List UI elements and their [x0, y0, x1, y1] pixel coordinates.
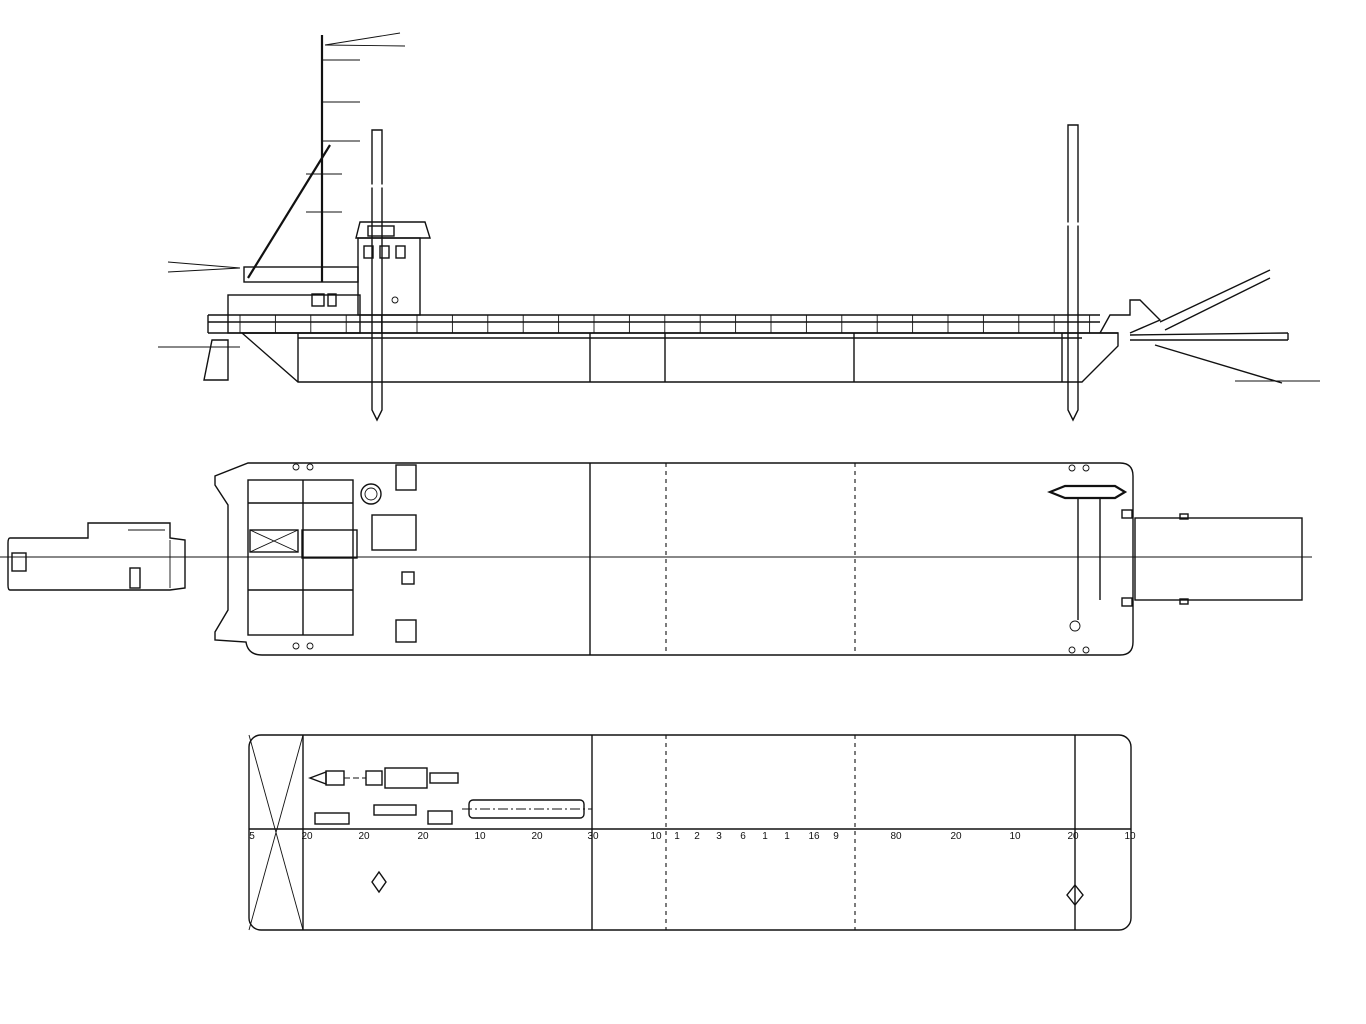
frame-label: 20: [417, 831, 429, 842]
frame-label: 10: [650, 831, 662, 842]
manhole-marker: [1066, 883, 1084, 907]
bollards: [292, 463, 1090, 654]
frame-label: 3: [716, 831, 722, 842]
frame-label: 20: [1067, 831, 1079, 842]
spud-aft: [371, 129, 383, 422]
hold-outline: [248, 734, 1132, 931]
frame-label: 5: [249, 831, 255, 842]
anchor-winch: [1047, 484, 1128, 500]
mast: [167, 32, 406, 282]
frame-label: 6: [740, 831, 746, 842]
frame-label: 20: [531, 831, 543, 842]
bow-ramp-plan: [1134, 517, 1303, 601]
tank: [314, 812, 350, 825]
frame-label: 1: [784, 831, 790, 842]
rudder: [203, 339, 229, 381]
frame-label: 20: [950, 831, 962, 842]
hatch-round: [360, 483, 382, 505]
bow-ramp: [1099, 269, 1289, 384]
frame-label: 10: [474, 831, 486, 842]
profile-view: [158, 32, 1320, 422]
frame-label: 16: [808, 831, 820, 842]
hull-profile: [240, 332, 1119, 383]
deck-railing: [207, 314, 1118, 334]
frame-label: 1: [674, 831, 680, 842]
frame-label: 9: [833, 831, 839, 842]
spud-forward: [1067, 124, 1079, 422]
frame-label: 20: [301, 831, 313, 842]
deckhouse-top-rail: [243, 266, 359, 283]
deckhouse: [227, 294, 361, 334]
manhole-marker: [371, 870, 387, 894]
frame-label: 80: [890, 831, 902, 842]
deck-plan-view: [0, 462, 1312, 656]
machinery-block: [371, 514, 417, 551]
frame-label: 20: [358, 831, 370, 842]
frame-label: 10: [1124, 831, 1136, 842]
railing-posts: [239, 315, 1091, 333]
engine-shaft: [308, 767, 459, 789]
frame-label: 1: [762, 831, 768, 842]
deck-outline: [214, 462, 1134, 656]
frame-label: 10: [1009, 831, 1021, 842]
frame-label: 2: [694, 831, 700, 842]
pusher-tug-plan: [7, 522, 186, 591]
frame-label: 30: [587, 831, 599, 842]
